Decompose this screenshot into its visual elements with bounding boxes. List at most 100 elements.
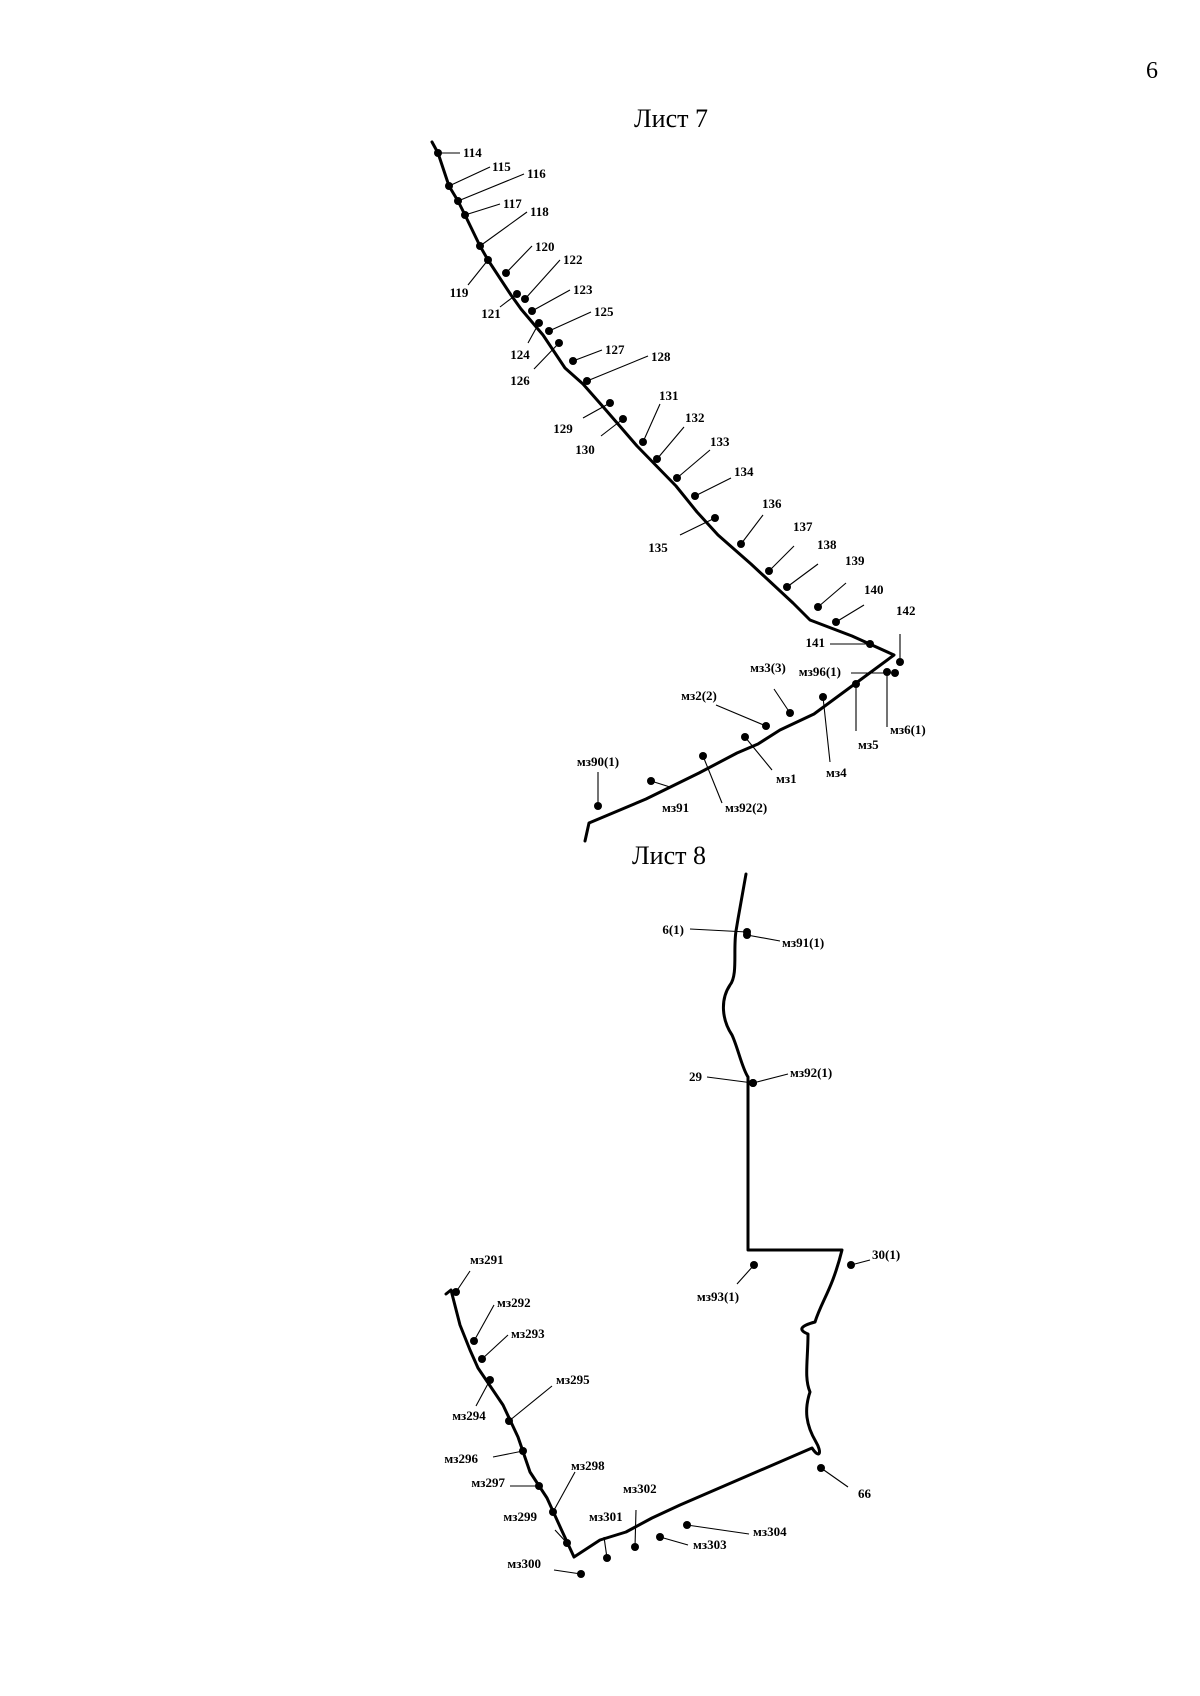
- leader-line-s7-118: [479, 211, 528, 247]
- point-label-s8-мз294: мз294: [452, 1408, 486, 1423]
- point-label-s7-133: 133: [710, 434, 730, 449]
- point-label-s7-136: 136: [762, 496, 782, 511]
- leader-line-s8-мз93-1: [736, 1264, 755, 1285]
- point-label-s8-мз292: мз292: [497, 1295, 531, 1310]
- leader-line-s8-мз300: [553, 1569, 582, 1575]
- boundary-point-s8-мз301: [603, 1554, 611, 1562]
- leader-line-s7-132: [656, 426, 685, 460]
- boundary-point-s8-мз294: [486, 1376, 494, 1384]
- boundary-point-s8-мз293: [478, 1355, 486, 1363]
- point-label-s7-139: 139: [845, 553, 865, 568]
- point-label-s7-118: 118: [530, 204, 549, 219]
- leader-line-s8-мз298: [552, 1471, 576, 1513]
- boundary-point-s7-141: [866, 640, 874, 648]
- boundary-point-s7-137: [765, 567, 773, 575]
- boundary-point-s7-121: [513, 290, 521, 298]
- leader-line-s7-133: [676, 449, 711, 479]
- boundary-point-s7-114: [434, 149, 442, 157]
- boundary-point-s7-131: [639, 438, 647, 446]
- boundary-point-s7-мз4: [819, 693, 827, 701]
- boundary-point-s8-мз91-1: [743, 931, 751, 939]
- leader-line-s7-128: [586, 355, 649, 382]
- leader-line-s7-мз92-2: [702, 755, 723, 804]
- point-label-s7-мз6-1: мз6(1): [890, 722, 926, 737]
- point-label-s7-116: 116: [527, 166, 546, 181]
- point-label-s7-137: 137: [793, 519, 813, 534]
- boundary-point-s8-мз303: [656, 1533, 664, 1541]
- leader-line-s7-120: [505, 245, 533, 274]
- boundary-point-s7-115: [445, 182, 453, 190]
- boundary-point-s8-мз299: [563, 1539, 571, 1547]
- boundary-point-s8-мз300: [577, 1570, 585, 1578]
- leader-line-s7-мз1: [744, 736, 773, 771]
- point-label-s7-124: 124: [510, 347, 530, 362]
- leader-line-s8-мз291: [455, 1270, 471, 1293]
- leader-line-s8-29: [706, 1076, 754, 1084]
- boundary-point-s8-мз304: [683, 1521, 691, 1529]
- boundary-point-s7-128: [583, 377, 591, 385]
- point-label-s7-117: 117: [503, 196, 522, 211]
- point-label-s7-мз96-1: мз96(1): [799, 664, 841, 679]
- sheet-7-boundary-line: [430, 140, 896, 843]
- boundary-point-s7-мз6-1: [883, 668, 891, 676]
- point-label-s7-мз92-2: мз92(2): [725, 800, 767, 815]
- leader-line-s7-123: [531, 289, 571, 312]
- boundary-point-s7-132: [653, 455, 661, 463]
- boundary-point-s7-125: [545, 327, 553, 335]
- boundary-point-s7-117: [461, 211, 469, 219]
- leader-line-s7-126: [533, 342, 560, 370]
- point-label-s8-мз297: мз297: [471, 1475, 505, 1490]
- point-label-s8-мз91-1: мз91(1): [782, 935, 824, 950]
- sheet-8-title: Лист 8: [632, 841, 706, 870]
- point-label-s7-мз90-1: мз90(1): [577, 754, 619, 769]
- page-number: 6: [1146, 58, 1158, 84]
- leader-line-s8-мз293: [481, 1334, 509, 1360]
- point-label-s7-132: 132: [685, 410, 705, 425]
- point-label-s7-126: 126: [510, 373, 530, 388]
- boundary-point-s7-124: [535, 319, 543, 327]
- point-label-s7-123: 123: [573, 282, 593, 297]
- leader-line-s7-140: [835, 604, 865, 623]
- boundary-point-s8-66: [817, 1464, 825, 1472]
- point-label-s8-6-1: 6(1): [662, 922, 684, 937]
- boundary-point-s7-мз96-1: [891, 669, 899, 677]
- point-label-s8-мз299: мз299: [503, 1509, 537, 1524]
- boundary-point-s7-136: [737, 540, 745, 548]
- point-label-s7-138: 138: [817, 537, 837, 552]
- point-label-s7-122: 122: [563, 252, 583, 267]
- point-label-s8-30-1: 30(1): [872, 1247, 900, 1262]
- boundary-point-s7-135: [711, 514, 719, 522]
- point-label-s7-127: 127: [605, 342, 625, 357]
- leader-line-s8-мз302: [634, 1509, 637, 1548]
- point-label-s8-мз302: мз302: [623, 1481, 657, 1496]
- point-label-s7-135: 135: [648, 540, 668, 555]
- leader-line-s7-117: [464, 203, 501, 216]
- leader-line-s7-137: [768, 545, 795, 572]
- leader-line-s7-119: [467, 259, 489, 286]
- boundary-point-s7-мз92-2: [699, 752, 707, 760]
- boundary-point-s8-мз302: [631, 1543, 639, 1551]
- boundary-point-s7-134: [691, 492, 699, 500]
- boundary-point-s7-120: [502, 269, 510, 277]
- boundary-point-s7-116: [454, 197, 462, 205]
- leader-line-s8-мз296: [492, 1450, 524, 1458]
- leader-line-s7-125: [548, 311, 592, 332]
- boundary-point-s7-122: [521, 295, 529, 303]
- point-label-s7-мз2-2: мз2(2): [681, 688, 717, 703]
- boundary-point-s7-мз3-3: [786, 709, 794, 717]
- leader-line-s8-мз303: [659, 1536, 689, 1546]
- point-label-s8-мз304: мз304: [753, 1524, 787, 1539]
- point-label-s7-130: 130: [575, 442, 595, 457]
- leader-line-s7-138: [786, 563, 819, 588]
- boundary-point-s7-мз5: [852, 680, 860, 688]
- point-label-s7-мз3-3: мз3(3): [750, 660, 786, 675]
- point-label-s7-115: 115: [492, 159, 511, 174]
- point-label-s7-мз5: мз5: [858, 737, 879, 752]
- boundary-point-s7-130: [619, 415, 627, 423]
- point-label-s7-125: 125: [594, 304, 614, 319]
- sheet-7-title: Лист 7: [634, 104, 708, 133]
- leader-line-s8-мз91-1: [746, 934, 781, 942]
- point-label-s7-131: 131: [659, 388, 679, 403]
- sheet-8-boundary-line: [444, 872, 844, 1559]
- leader-line-s7-130: [600, 418, 624, 437]
